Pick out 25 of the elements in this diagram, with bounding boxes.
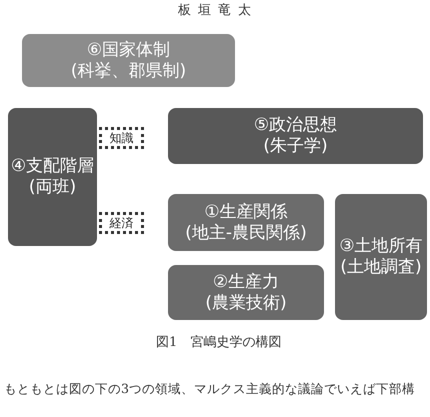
box-title: 経済 bbox=[110, 214, 134, 232]
category-box bbox=[168, 194, 324, 251]
box-subtitle: (農業技術) bbox=[205, 292, 287, 314]
box-title: ⑤政治思想 bbox=[254, 115, 338, 136]
box-subtitle: (地主-農民関係) bbox=[185, 222, 307, 244]
box-title: ③土地所有 bbox=[339, 236, 423, 257]
figure-caption: 図1 宮嶋史学の構図 bbox=[156, 334, 282, 351]
box-title: ①生産関係 bbox=[204, 202, 288, 222]
category-box bbox=[168, 265, 324, 320]
box-subtitle: (科挙、郡県制) bbox=[70, 60, 186, 82]
category-box bbox=[335, 194, 427, 320]
category-box bbox=[168, 108, 423, 164]
tag-box bbox=[99, 127, 144, 149]
box-subtitle: (朱子学) bbox=[263, 136, 328, 157]
box-title: 知識 bbox=[110, 130, 134, 146]
page-header: 板垣竜太 bbox=[178, 2, 258, 19]
category-box bbox=[8, 108, 97, 246]
box-title: ⑥国家体制 bbox=[86, 40, 170, 60]
box-title: ④支配階層 bbox=[10, 156, 94, 177]
box-title: ②生産力 bbox=[212, 272, 280, 292]
tag-box bbox=[99, 212, 144, 234]
body-text: もともとは図の下の3つの領域、マルクス主義的な議論でいえば下部構 bbox=[4, 381, 416, 398]
category-box bbox=[22, 34, 235, 87]
box-subtitle: (両班) bbox=[28, 177, 76, 198]
box-subtitle: (土地調査) bbox=[340, 257, 422, 278]
